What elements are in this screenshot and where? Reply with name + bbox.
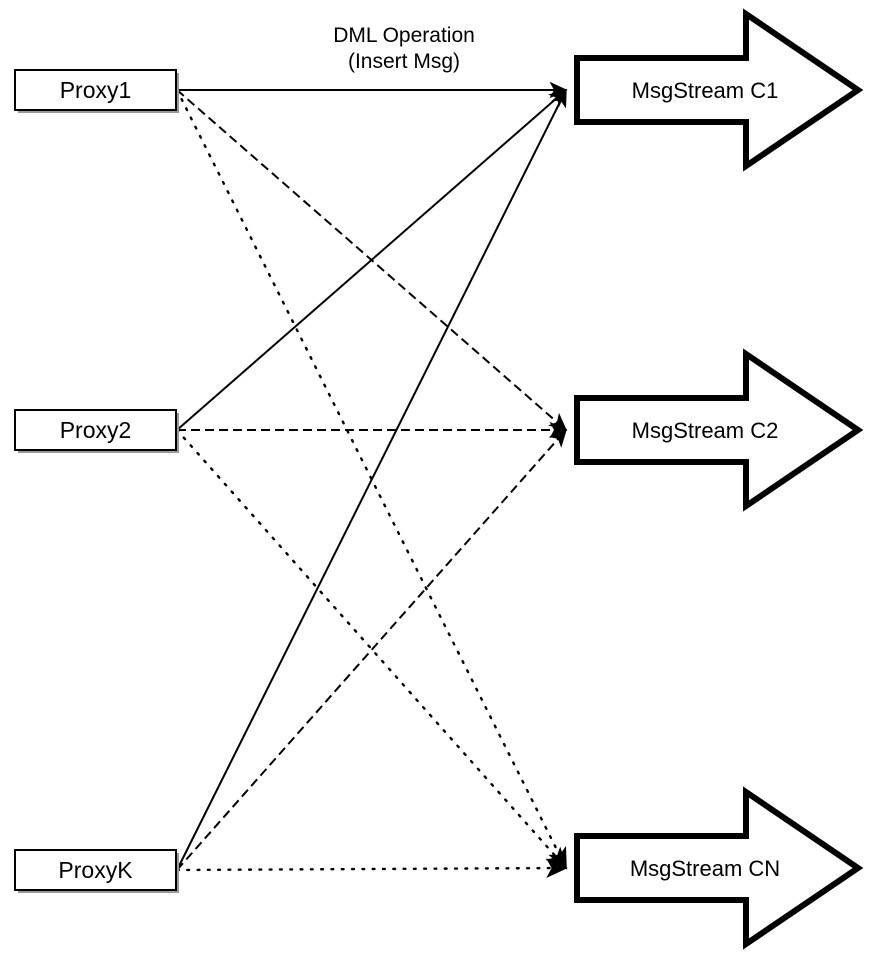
stream-cn-label: MsgStream CN — [630, 856, 780, 881]
proxy2-box-outline — [14, 409, 177, 451]
link-proxyk-to-stream-c1[interactable] — [176, 88, 567, 871]
proxy1-label: Proxy1 — [60, 77, 132, 103]
stream-arrow-c2[interactable]: MsgStream C2 — [574, 348, 864, 512]
stream-arrow-c1[interactable]: MsgStream C1 — [574, 8, 864, 172]
stream-c2-arrow-shape — [574, 348, 864, 512]
proxy-box-proxy1[interactable]: Proxy1 — [14, 69, 179, 113]
proxyk-box-outline — [14, 849, 177, 891]
proxy2-label: Proxy2 — [60, 417, 132, 443]
stream-c1-label: MsgStream C1 — [632, 78, 779, 103]
stream-c1-arrow-shape — [574, 8, 864, 172]
edge-label-line-2: (Insert Msg) — [348, 50, 460, 73]
edge-label-line-1: DML Operation — [333, 24, 475, 47]
proxy-box-proxyk[interactable]: ProxyK — [14, 849, 179, 893]
proxy-box-proxy2[interactable]: Proxy2 — [14, 409, 179, 453]
proxy1-box-outline — [14, 69, 177, 111]
stream-cn-arrow-shape — [574, 786, 864, 950]
stream-arrow-cn[interactable]: MsgStream CN — [574, 786, 864, 950]
stream-c2-label: MsgStream C2 — [632, 418, 779, 443]
edge-label-dml-operation: DML Operation (Insert Msg) — [333, 24, 475, 73]
link-group — [175, 81, 568, 879]
proxyk-label: ProxyK — [58, 857, 133, 883]
stream-group: MsgStream C1 MsgStream C2 MsgStream CN — [574, 8, 864, 950]
link-proxyk-to-stream-cn[interactable] — [175, 858, 568, 879]
link-proxyk-to-stream-c2[interactable] — [176, 428, 567, 871]
link-proxy2-to-stream-c1[interactable] — [176, 89, 568, 431]
proxy-group: Proxy1 Proxy2 ProxyK — [14, 69, 179, 893]
